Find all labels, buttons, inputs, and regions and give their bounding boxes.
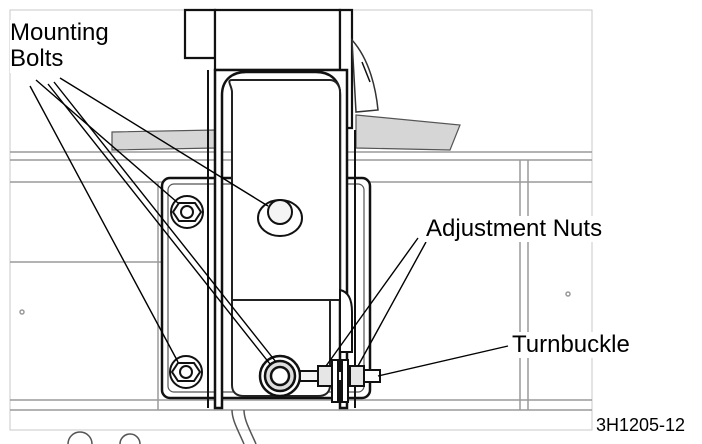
leader-bolt-bottom-left (29, 85, 179, 363)
side-plates (111, 114, 461, 151)
figure-code: 3H1205-12 (596, 415, 686, 435)
bolt-top-center (257, 199, 303, 237)
bolt-top-left (170, 195, 204, 229)
adjustment-nuts-label: Adjustment Nuts (424, 215, 605, 243)
leader-bolt-top-left (35, 79, 179, 204)
leader-adjustment-nut-right (357, 241, 427, 367)
background-frame (9, 9, 593, 431)
turnbuckle-label: Turnbuckle (510, 331, 632, 359)
bolt-bottom-center (258, 354, 302, 398)
leader-lines (29, 77, 509, 377)
bolt-bottom-left (169, 355, 203, 389)
lower-fittings (67, 409, 257, 444)
mounting-bolts-label: Mounting Bolts (10, 19, 109, 73)
turnbuckle-assembly (299, 359, 381, 403)
leader-turnbuckle (377, 345, 509, 377)
leader-adjustment-nut-left (325, 237, 419, 367)
leader-bolt-bottom-center-a (47, 83, 271, 365)
leader-bolt-top-center (59, 77, 269, 207)
leader-bolt-bottom-center-b (53, 81, 277, 363)
